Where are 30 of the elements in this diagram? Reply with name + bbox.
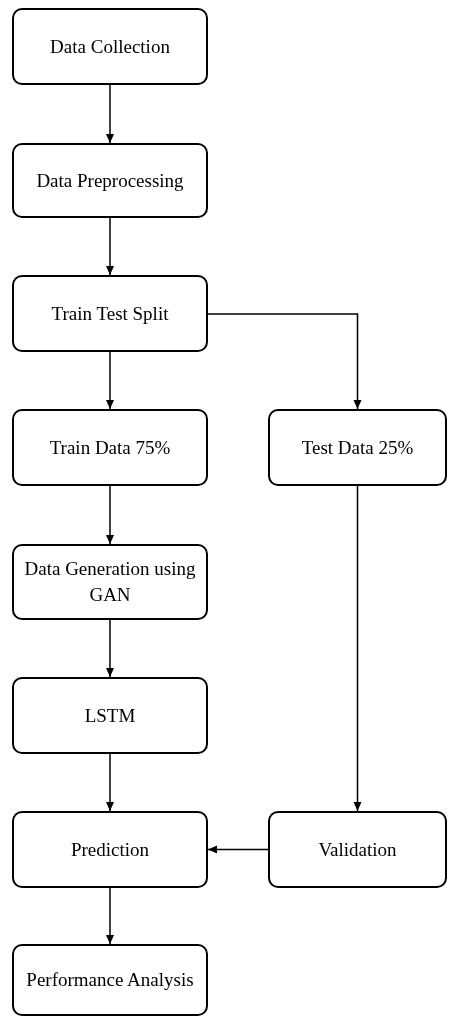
arrow <box>106 485 114 545</box>
arrow <box>106 887 114 945</box>
box-label: LSTM <box>84 703 136 728</box>
process-box <box>12 8 208 85</box>
box-label: Test Data 25% <box>301 435 414 460</box>
process-box <box>12 409 208 486</box>
arrow <box>353 485 362 812</box>
process-box <box>12 275 208 352</box>
process-box <box>12 944 208 1016</box>
process-box <box>12 677 208 754</box>
box-label: Data Preprocessing <box>36 168 184 193</box>
arrow <box>207 313 362 410</box>
arrow <box>207 845 269 854</box>
box-label: Performance Analysis <box>26 968 194 993</box>
box-label: Validation <box>318 837 397 862</box>
box-label: Prediction <box>70 837 150 862</box>
process-box <box>12 143 208 218</box>
process-box <box>268 409 447 486</box>
arrow <box>106 753 114 812</box>
box-label: Train Test Split <box>51 301 169 326</box>
arrow <box>106 217 114 276</box>
box-label: Data Collection <box>50 34 170 59</box>
process-box <box>12 544 208 620</box>
arrow <box>106 84 114 144</box>
arrow <box>106 619 114 678</box>
process-box <box>12 811 208 888</box>
process-box <box>268 811 447 888</box>
box-label: Train Data 75% <box>49 435 171 460</box>
arrow <box>106 351 114 410</box>
box-label: Data Generation using GAN <box>23 557 197 607</box>
